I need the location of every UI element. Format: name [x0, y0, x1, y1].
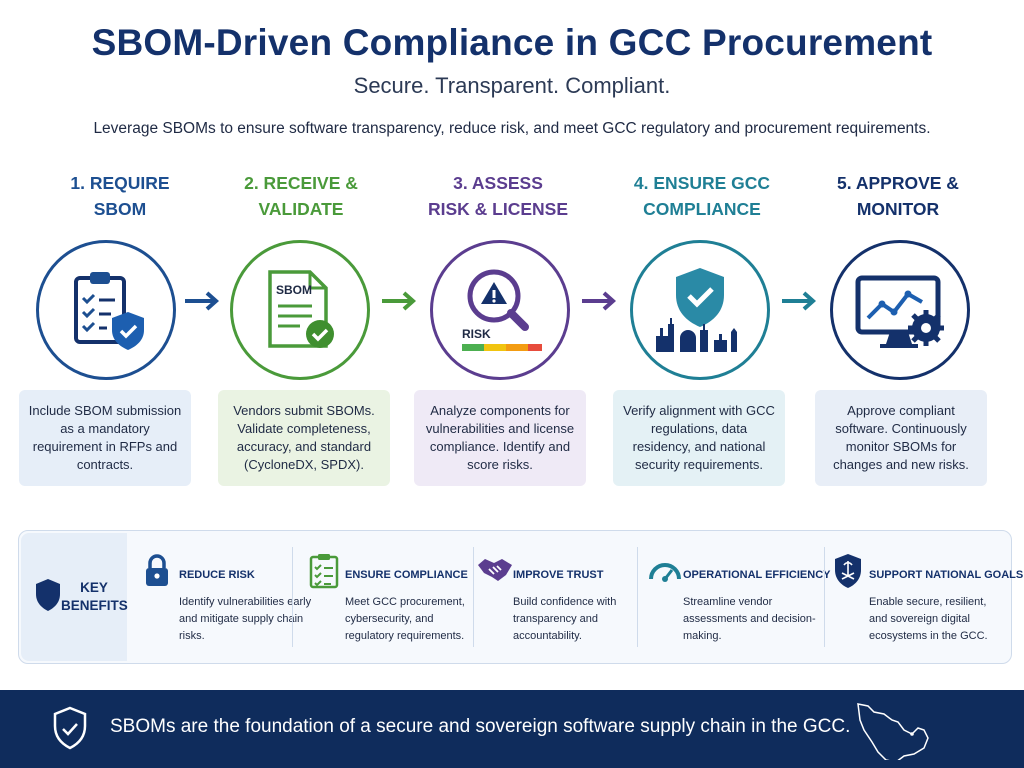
divider — [637, 547, 638, 647]
magnifier-warning-icon: RISK — [462, 269, 542, 351]
emblem-shield-icon — [835, 554, 861, 588]
monitor-chart-gear-icon — [855, 275, 944, 348]
arrow-right-icon — [382, 291, 417, 311]
shield-check-outline-icon — [53, 706, 87, 750]
key-benefits-label-line1: KEY — [80, 580, 108, 595]
benefit-operational-efficiency: OPERATIONAL EFFICIENCY Streamline vendor… — [647, 549, 831, 649]
step-2-title-line2: VALIDATE — [258, 199, 344, 219]
sbom-document-check-icon: SBOM — [268, 270, 334, 348]
step-3-description: Analyze components for vulnerabilities a… — [414, 390, 586, 486]
lock-icon — [146, 554, 168, 586]
benefit-description: Streamline vendor assessments and decisi… — [683, 596, 816, 642]
footer-banner: SBOMs are the foundation of a secure and… — [0, 690, 1024, 768]
step-1-title-line1: 1. REQUIRE — [70, 173, 170, 193]
intro-text: Leverage SBOMs to ensure software transp… — [93, 120, 931, 137]
step-5-title: 5. APPROVE & MONITOR — [808, 170, 988, 222]
benefit-title: OPERATIONAL EFFICIENCY — [683, 569, 831, 581]
arrow-right-icon — [782, 291, 817, 311]
step-5-description: Approve compliant software. Continuously… — [815, 390, 987, 486]
benefit-improve-trust: IMPROVE TRUST Build confidence with tran… — [477, 549, 647, 649]
footer-text: SBOMs are the foundation of a secure and… — [110, 716, 851, 737]
handshake-icon — [478, 559, 512, 581]
step-4-circle — [630, 240, 770, 380]
benefit-description: Identify vulnerabilities early and mitig… — [179, 596, 312, 642]
arrow-right-icon — [582, 291, 617, 311]
step-2-title-line1: 2. RECEIVE & — [244, 173, 358, 193]
step-5-circle — [830, 240, 970, 380]
clipboard-shield-icon — [74, 272, 144, 350]
divider — [292, 547, 293, 647]
benefit-title: ENSURE COMPLIANCE — [345, 569, 468, 581]
step-2-title: 2. RECEIVE & VALIDATE — [211, 170, 391, 222]
step-3-title-line1: 3. ASSESS — [453, 173, 543, 193]
step-2-circle: SBOM — [230, 240, 370, 380]
arrow-right-icon — [185, 291, 220, 311]
divider — [824, 547, 825, 647]
gcc-map-outline-icon — [857, 703, 929, 760]
key-benefits-label: KEY BENEFITS — [21, 533, 128, 661]
checklist-icon — [309, 554, 339, 589]
step-4-title: 4. ENSURE GCC COMPLIANCE — [612, 170, 792, 222]
risk-label: RISK — [462, 327, 491, 341]
benefit-description: Meet GCC procurement, cybersecurity, and… — [345, 596, 465, 642]
step-1-title: 1. REQUIRE SBOM — [30, 170, 210, 222]
gauge-icon — [649, 563, 681, 582]
benefit-title: SUPPORT NATIONAL GOALS — [869, 569, 1024, 581]
benefit-title: REDUCE RISK — [179, 569, 255, 581]
sbom-label: SBOM — [276, 283, 312, 297]
key-benefits-panel: KEY BENEFITS REDUCE RISK Identify vulner… — [18, 530, 1023, 664]
benefit-reduce-risk: REDUCE RISK Identify vulnerabilities ear… — [143, 549, 313, 649]
step-5-title-line1: 5. APPROVE & — [837, 173, 959, 193]
step-4-title-line2: COMPLIANCE — [643, 199, 761, 219]
shield-icon — [36, 579, 60, 611]
step-3-title: 3. ASSESS RISK & LICENSE — [408, 170, 588, 222]
benefit-title: IMPROVE TRUST — [513, 569, 604, 581]
step-2-description: Vendors submit SBOMs. Validate completen… — [218, 390, 390, 486]
step-1-description: Include SBOM submission as a mandatory r… — [19, 390, 191, 486]
benefit-description: Enable secure, resilient, and sovereign … — [869, 596, 988, 642]
step-1-circle — [36, 240, 176, 380]
step-1-title-line2: SBOM — [93, 199, 147, 219]
step-5-title-line2: MONITOR — [856, 199, 940, 219]
divider — [473, 547, 474, 647]
benefit-description: Build confidence with transparency and a… — [513, 596, 617, 642]
page-subtitle: Secure. Transparent. Compliant. — [353, 73, 671, 98]
step-4-description: Verify alignment with GCC regulations, d… — [613, 390, 785, 486]
benefit-support-national-goals: SUPPORT NATIONAL GOALS Enable secure, re… — [833, 549, 1023, 649]
page-title: SBOM-Driven Compliance in GCC Procuremen… — [91, 22, 933, 63]
benefit-ensure-compliance: ENSURE COMPLIANCE Meet GCC procurement, … — [309, 549, 479, 649]
shield-skyline-icon — [656, 268, 737, 352]
step-3-circle: RISK — [430, 240, 570, 380]
step-4-title-line1: 4. ENSURE GCC — [633, 173, 771, 193]
key-benefits-label-line2: BENEFITS — [61, 598, 128, 613]
step-3-title-line2: RISK & LICENSE — [427, 199, 569, 219]
